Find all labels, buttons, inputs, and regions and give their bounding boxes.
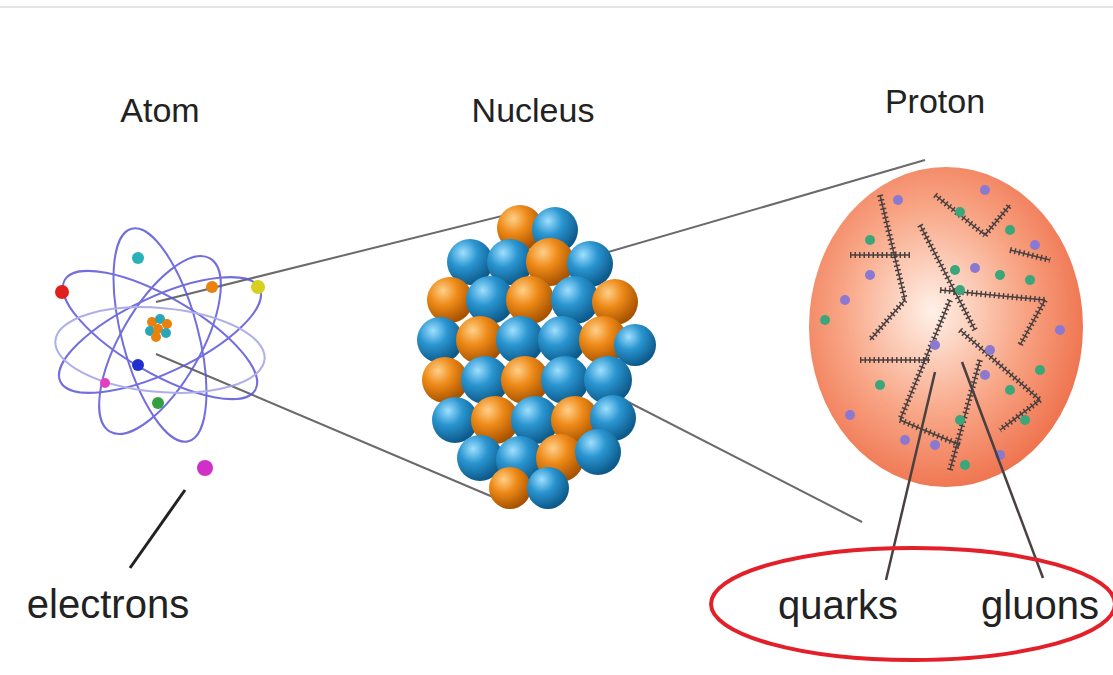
- figure-heading: Nucleus: [472, 93, 595, 127]
- proton-figure: [809, 167, 1083, 487]
- ellipse-outline: [711, 548, 1113, 660]
- atom-figure: [44, 219, 276, 476]
- electron-dots: [55, 252, 265, 476]
- part-label: quarks: [778, 585, 898, 625]
- atom-nucleus: [145, 314, 172, 342]
- part-label: gluons: [981, 585, 1099, 625]
- figure-heading: Atom: [120, 93, 199, 127]
- quark-dots: [820, 185, 1065, 470]
- figure-heading: Proton: [885, 84, 985, 118]
- gluon-springs: [850, 195, 1050, 470]
- highlight-ellipse: quarks gluons: [708, 545, 1113, 663]
- frame-line: [0, 7, 1113, 8]
- leader-line: [130, 490, 185, 568]
- part-label: electrons: [27, 584, 189, 624]
- nucleus-figure: [417, 205, 656, 509]
